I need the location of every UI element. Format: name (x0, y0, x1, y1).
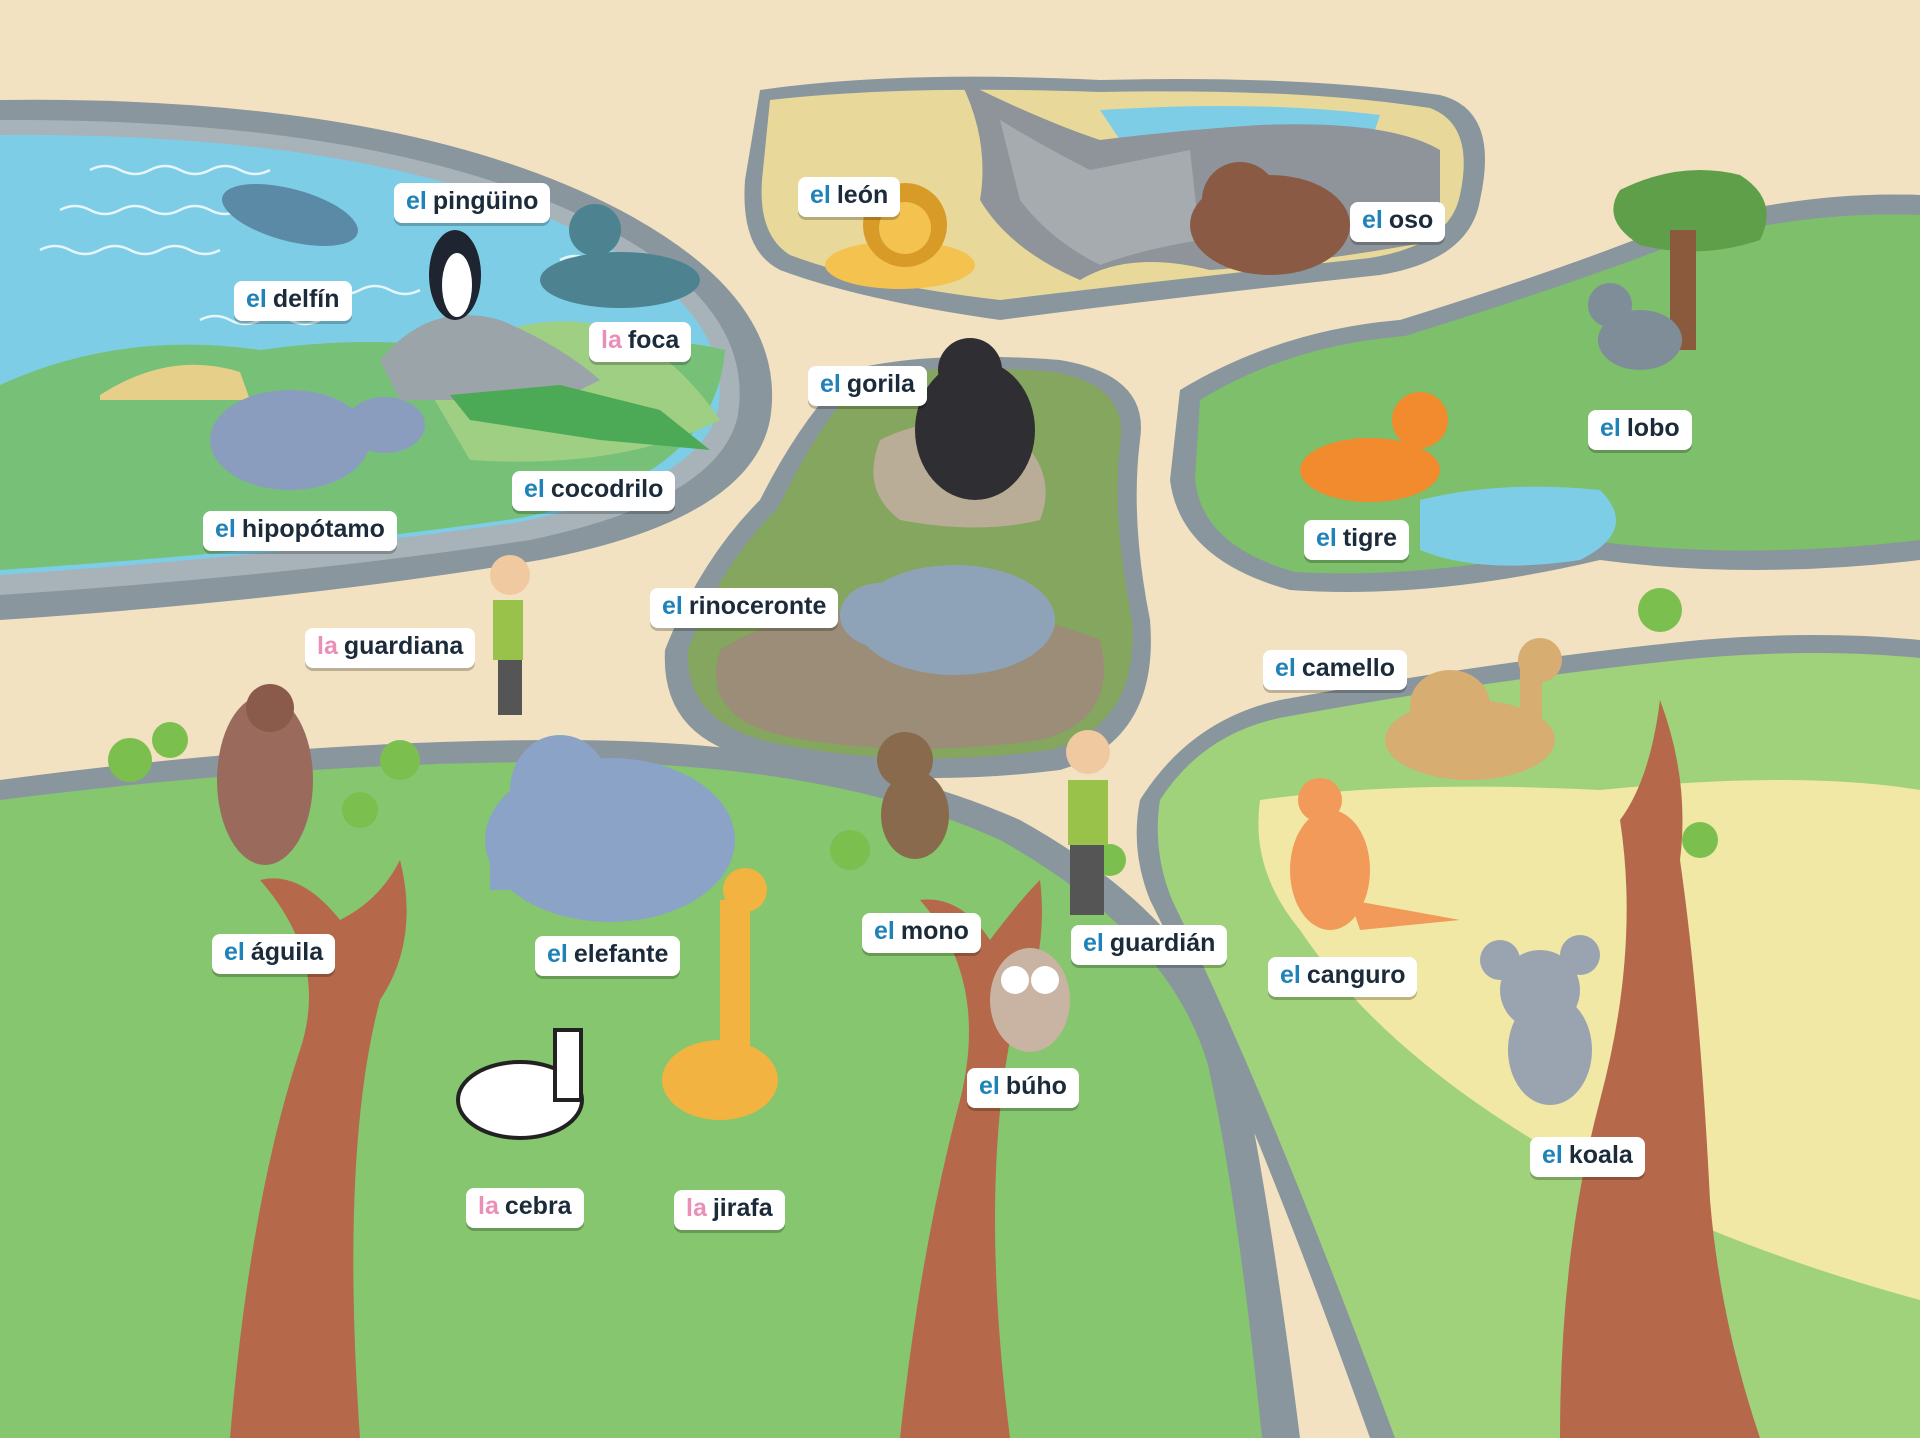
noun: foca (627, 326, 680, 354)
article: el (874, 917, 895, 945)
dolphin (222, 184, 358, 246)
article: el (979, 1072, 1000, 1100)
noun: guardián (1109, 929, 1216, 957)
article: el (524, 475, 545, 503)
giraffe (662, 868, 778, 1120)
noun: lobo (1626, 414, 1680, 442)
article: el (820, 370, 841, 398)
seal (540, 204, 700, 308)
monkey (877, 732, 949, 859)
article: el (1280, 961, 1301, 989)
crocodile (450, 385, 710, 450)
article: el (1362, 206, 1383, 234)
tiger (1300, 392, 1448, 502)
koala (1480, 935, 1600, 1105)
article: el (1083, 929, 1104, 957)
article: el (246, 285, 267, 313)
noun: guardiana (343, 632, 464, 660)
article: la (601, 326, 622, 354)
zookeeper-man (1066, 730, 1110, 915)
article: el (224, 938, 245, 966)
article: la (478, 1192, 499, 1220)
noun: pingüino (432, 187, 539, 215)
zebra (456, 1028, 584, 1140)
noun: koala (1568, 1141, 1633, 1169)
noun: hipopótamo (241, 515, 385, 543)
noun: oso (1388, 206, 1434, 234)
penguin (429, 230, 481, 320)
article: el (1275, 654, 1296, 682)
article: el (810, 181, 831, 209)
bear (1190, 162, 1350, 275)
camel (1385, 638, 1562, 780)
wolf (1588, 283, 1682, 370)
article: el (547, 940, 568, 968)
noun: león (836, 181, 889, 209)
article: el (1542, 1141, 1563, 1169)
noun: camello (1301, 654, 1395, 682)
article: el (406, 187, 427, 215)
noun: canguro (1306, 961, 1406, 989)
article: el (662, 592, 683, 620)
rhino (840, 565, 1055, 675)
article: el (1316, 524, 1337, 552)
article: el (1600, 414, 1621, 442)
article: la (317, 632, 338, 660)
owl (990, 948, 1070, 1052)
noun: gorila (846, 370, 915, 398)
hippo (210, 390, 425, 490)
kangaroo (1290, 778, 1460, 930)
noun: águila (250, 938, 324, 966)
article: la (686, 1194, 707, 1222)
elephant (485, 735, 735, 922)
eagle (217, 684, 313, 865)
noun: mono (900, 917, 969, 945)
noun: delfín (272, 285, 340, 313)
noun: elefante (573, 940, 669, 968)
zookeeper-woman (490, 555, 530, 715)
noun: cebra (504, 1192, 572, 1220)
noun: tigre (1342, 524, 1398, 552)
gorilla (915, 338, 1035, 500)
noun: cocodrilo (550, 475, 664, 503)
noun: búho (1005, 1072, 1067, 1100)
article: el (215, 515, 236, 543)
noun: jirafa (712, 1194, 773, 1222)
noun: rinoceronte (688, 592, 827, 620)
